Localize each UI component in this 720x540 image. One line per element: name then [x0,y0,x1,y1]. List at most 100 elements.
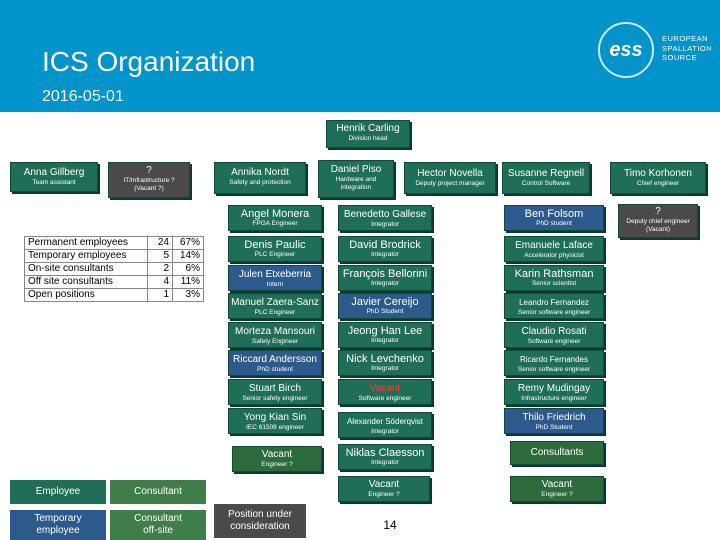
person-role: Senior safety engineer [242,395,308,402]
stat-percent: 67% [172,236,204,250]
person-name: Vacant [369,383,401,394]
legend-label: Consultant [134,513,182,524]
logo-text-line: EUROPEAN [662,34,709,43]
person-role: Senior software engineer [517,309,591,316]
person-role: Software engineer [358,395,412,402]
org-box-consultants: Consultants [510,441,604,465]
legend-label: off-site [143,525,173,536]
stat-percent: 11% [172,275,204,289]
person-name: Vacant [261,449,293,460]
person-name: Ricardo Fernandes [519,355,589,364]
person-role: Integrator [371,337,399,344]
person-name: Susanne Regnell [507,168,585,179]
person-role: Integrator [371,280,399,287]
person-role: Engineer ? [261,461,293,468]
legend-label: Temporary [34,513,82,524]
person-name: Hector Novella [417,168,483,179]
person-role: Software engineer [527,338,581,345]
legend-label: Employee [35,486,81,497]
org-box-annika-nordt: Annika Nordt Safety and protection [214,162,306,194]
person-role: Senior software engineer [517,366,591,373]
person-name: Stuart Birch [248,383,302,394]
stat-count: 2 [147,262,173,276]
person-role: Control Software [521,180,571,187]
person-role: Accelerator physicist [524,252,584,259]
person-name: Manuel Zaera-Sanz [231,297,319,308]
person-name: Jeong Han Lee [347,325,423,337]
person-name: Claudio Rosati [521,326,587,337]
person-role: PhD Student [366,308,404,315]
legend-label: employee [36,525,80,536]
person-name: Timo Korhonen [624,168,692,179]
org-box-susanne-regnell: Susanne Regnell Control Software [502,162,590,194]
person-role: Engineer ? [541,491,573,498]
logo-text: EUROPEAN SPALLATION SOURCE [662,34,712,63]
person-role: Deputy project manager [415,180,485,187]
page-title: ICS Organization [42,46,256,77]
person-name: Leandro Fernandez [519,298,589,307]
person-name: David Brodrick [349,239,421,251]
stat-percent: 14% [172,249,204,263]
org-box-timo-korhonen: Timo Korhonen Chief engineer [610,162,706,194]
person-name: François Bellorini [342,268,428,280]
person-role: PhD student [536,220,572,227]
person-role: Intern [266,281,284,288]
org-box-team-assistant: Anna Gillberg Team assistant [10,162,98,192]
ess-logo: ess [598,22,654,78]
person-name: Angel Monera [240,208,310,220]
person-name: Remy Mudingay [517,383,591,394]
person-name: Thilo Friedrich [522,412,586,423]
stat-label: Off site consultants [24,275,148,289]
legend-label: Position under [228,509,292,520]
legend-employee: Employee [10,480,106,504]
logo-text-line: SOURCE [662,53,698,62]
person-role: Team assistant [32,179,76,186]
org-box-division-head: Henrik Carling Division head [326,120,410,148]
person-role: PhD student [257,366,293,373]
page-date: 2016-05-01 [42,88,124,105]
person-name: Denis Paulic [244,239,306,251]
person-name: Karin Rathsman [514,268,594,280]
stat-count: 5 [147,249,173,263]
stat-label: Temporary employees [24,249,148,263]
person-name: Nick Levchenko [346,353,424,365]
person-role: (Vacant) [645,226,671,233]
stat-label: Open positions [24,288,148,302]
person-role: IEC 61508 engineer [246,424,304,431]
person-role: integration [340,184,372,191]
person-role: Integrator [371,221,399,228]
person-name: Consultants [530,447,584,458]
person-name: ? [655,206,661,217]
person-name: Niklas Claesson [345,447,425,459]
person-name: Ben Folsom [524,208,584,220]
person-name: Vacant [368,479,400,490]
stat-count: 1 [147,288,173,302]
person-role: FPGA Engineer [252,220,298,227]
person-role: Infrastructure engineer [521,395,587,402]
legend-label: Consultant [134,486,182,497]
person-name: Riccard Andersson [233,354,317,365]
stat-percent: 6% [172,262,204,276]
person-name: Julen Etxeberria [238,269,312,280]
